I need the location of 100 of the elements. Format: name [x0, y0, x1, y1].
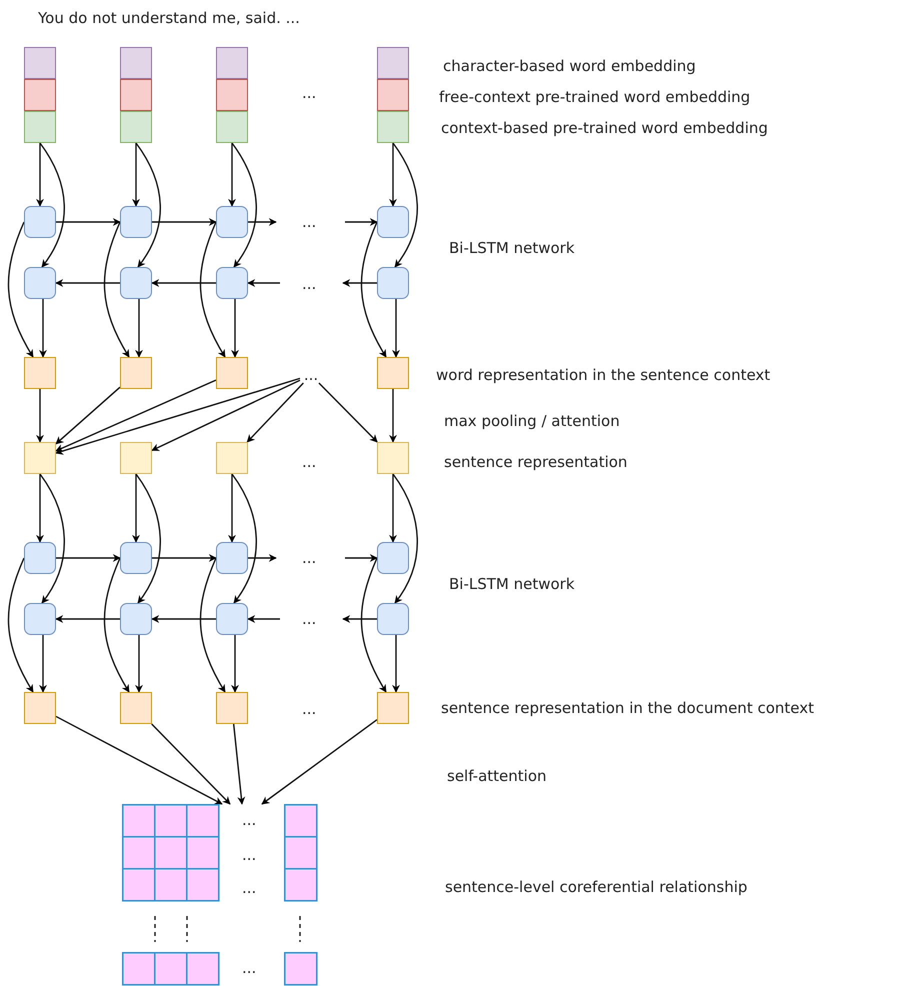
arrow [104, 222, 130, 358]
arrow [39, 299, 47, 358]
layer-label: free-context pre-trained word embedding [439, 88, 750, 106]
arrow [132, 143, 140, 207]
arrow [389, 143, 397, 207]
ellipsis: ... [302, 610, 316, 628]
layer-label: character-based word embedding [443, 57, 696, 75]
arrow [36, 143, 44, 207]
ellipsis: ... [302, 549, 316, 567]
arrow [231, 299, 239, 358]
arrow [151, 724, 231, 805]
arrow [55, 615, 120, 623]
layer-label: self-attention [447, 767, 547, 785]
representation-box [216, 442, 248, 474]
representation-box [120, 442, 152, 474]
arrow [132, 474, 140, 543]
embedding-box [120, 79, 152, 111]
arrow [55, 379, 216, 452]
arrow [231, 474, 257, 604]
lstm-cell [377, 267, 409, 299]
embedding-box [216, 79, 248, 111]
embedding-box [120, 47, 152, 79]
arrow [360, 222, 387, 358]
lstm-cell [120, 542, 152, 574]
lstm-cell [24, 542, 56, 574]
arrow [247, 279, 280, 287]
arrow [248, 218, 277, 226]
arrow [56, 554, 121, 562]
arrow [135, 474, 161, 604]
embedding-box [24, 47, 56, 79]
lstm-cell [120, 267, 152, 299]
lstm-cell [377, 206, 409, 238]
ellipsis: ... [302, 84, 316, 102]
lstm-cell [24, 206, 56, 238]
arrow [261, 719, 378, 805]
arrow [232, 724, 246, 805]
arrow [200, 222, 226, 358]
layer-label: word representation in the sentence context [436, 366, 770, 384]
arrow [360, 558, 387, 693]
arrow [392, 635, 400, 693]
arrow [135, 635, 143, 693]
arrow [151, 279, 216, 287]
representation-box [377, 692, 409, 724]
ellipsis: ... [242, 959, 256, 977]
embedding-box [24, 79, 56, 111]
layer-label: Bi-LSTM network [449, 575, 575, 593]
arrow [56, 716, 223, 805]
ellipsis: ... [242, 846, 256, 864]
lstm-cell [216, 206, 248, 238]
arrow [39, 142, 65, 268]
arrow [55, 378, 300, 455]
ellipsis: ... [302, 213, 316, 231]
representation-box [120, 692, 152, 724]
layer-label: sentence representation in the document context [441, 699, 814, 717]
arrow [318, 382, 378, 443]
arrow [342, 279, 377, 287]
arrow [345, 218, 378, 226]
layer-label: max pooling / attention [444, 412, 620, 430]
embedding-box [377, 47, 409, 79]
arrow [392, 474, 418, 604]
arrow [389, 389, 397, 443]
layer-label: sentence representation [444, 453, 628, 471]
arrow [200, 558, 226, 693]
lstm-cell [120, 603, 152, 635]
arrow [152, 218, 217, 226]
arrow [152, 554, 217, 562]
embedding-box [120, 111, 152, 143]
lstm-cell [216, 267, 248, 299]
arrow [151, 380, 300, 452]
layer-label: context-based pre-trained word embedding [441, 119, 768, 137]
embedding-box [216, 111, 248, 143]
arrow [231, 635, 239, 693]
arrow [228, 143, 236, 207]
ellipsis: ... [302, 453, 316, 471]
lstm-cell [377, 603, 409, 635]
lstm-cell [24, 267, 56, 299]
ellipsis: ... [242, 811, 256, 829]
arrow [104, 558, 130, 693]
arrow [55, 279, 120, 287]
arrow [36, 474, 44, 543]
matrix-grid [122, 804, 318, 986]
representation-box [24, 692, 56, 724]
ellipsis: ... [300, 367, 322, 383]
representation-box [24, 442, 56, 474]
representation-box [120, 357, 152, 389]
layer-label: Bi-LSTM network [449, 239, 575, 257]
ellipsis: ... [302, 275, 316, 293]
arrow [228, 474, 236, 543]
arrow [135, 299, 143, 358]
arrow [392, 299, 400, 358]
representation-box [377, 442, 409, 474]
arrow [231, 142, 257, 268]
ellipsis: ... [242, 879, 256, 897]
lstm-cell [24, 603, 56, 635]
ellipsis: ... [302, 700, 316, 718]
lstm-cell [377, 542, 409, 574]
arrow [55, 386, 120, 444]
arrow [8, 222, 34, 358]
lstm-cell [120, 206, 152, 238]
lstm-cell [216, 542, 248, 574]
